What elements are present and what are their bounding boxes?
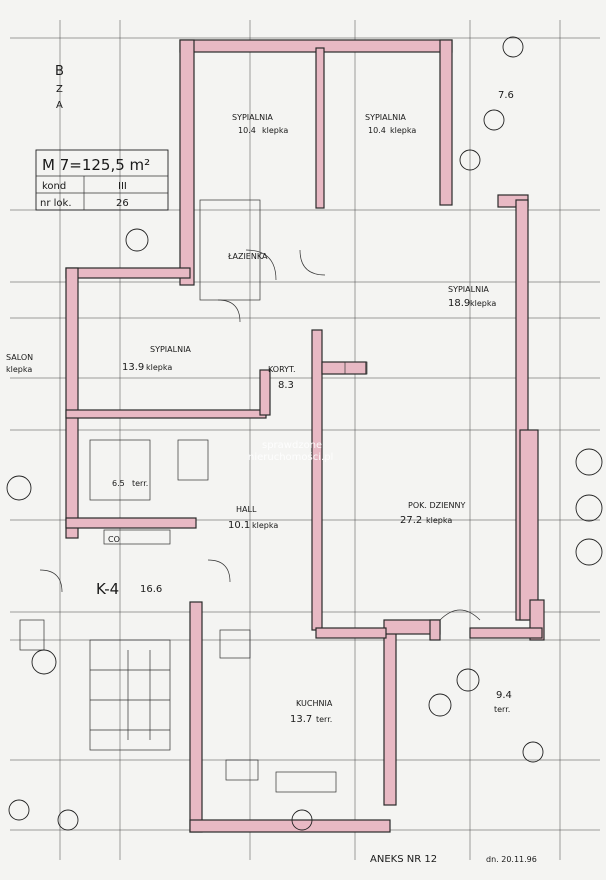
footer-date: dn. 20.11.96	[486, 855, 537, 864]
left-room-floor: klepka	[6, 365, 32, 374]
kond-label: kond	[42, 181, 66, 192]
left-mark-b: B	[55, 64, 64, 79]
room-labels: SYPIALNIA 10.4 klepka SYPIALNIA 10.4 kle…	[6, 90, 514, 725]
kond-value: III	[118, 181, 127, 192]
co-label: CO	[108, 535, 120, 544]
unit-info-box	[35, 149, 169, 211]
room-area-k4: 16.6	[140, 584, 162, 595]
room-area-sypialnia-4: 13.9	[122, 362, 144, 373]
room-name-k4: K-4	[96, 580, 119, 598]
room-name-sypialnia-4: SYPIALNIA	[150, 345, 191, 354]
watermark-line-1: sprawdzone	[262, 440, 322, 451]
room-floor-pok-dzienny: klepka	[426, 516, 452, 525]
room-area-sypialnia-2: 10.4	[368, 126, 386, 135]
interior-details	[19, 199, 481, 793]
room-floor-sypialnia-2: klepka	[390, 126, 416, 135]
room-area-sypialnia-3: 18.9	[448, 298, 470, 309]
unit-area: M 7=125,5 m²	[42, 156, 150, 174]
walls	[65, 39, 545, 833]
room-floor-taras: terr.	[494, 705, 510, 714]
room-area-sypialnia-1: 10.4	[238, 126, 256, 135]
room-floor-hall: klepka	[252, 521, 278, 530]
room-name-hall: HALL	[236, 505, 257, 514]
left-mark-z: Z	[56, 84, 63, 95]
room-name-korytarz: KORYT.	[268, 365, 296, 374]
room-floor-wc: terr.	[132, 479, 148, 488]
room-name-sypialnia-1: SYPIALNIA	[232, 113, 273, 122]
nr-lok-value: 26	[116, 198, 129, 209]
footer: ANEKS NR 12 dn. 20.11.96	[370, 854, 537, 865]
room-area-korytarz: 8.3	[278, 380, 294, 391]
room-area-kuchnia: 13.7	[290, 714, 312, 725]
room-area-wc: 6.5	[112, 479, 125, 488]
room-name-sypialnia-3: SYPIALNIA	[448, 285, 489, 294]
room-floor-sypialnia-4: klepka	[146, 363, 172, 372]
room-name-sypialnia-2: SYPIALNIA	[365, 113, 406, 122]
left-room-label: SALON	[6, 353, 33, 362]
header-block: B Z A M 7=125,5 m² kond III nr lok. 26	[35, 64, 169, 211]
room-name-kuchnia: KUCHNIA	[296, 699, 333, 708]
nr-lok-label: nr lok.	[40, 198, 72, 209]
room-floor-sypialnia-1: klepka	[262, 126, 288, 135]
room-floor-kuchnia: terr.	[316, 715, 332, 724]
section-markers	[6, 36, 603, 831]
footer-aneks: ANEKS NR 12	[370, 854, 437, 865]
room-floor-sypialnia-3: klepka	[470, 299, 496, 308]
room-name-lazienka: ŁAZIENKA	[227, 252, 268, 261]
room-area-hall: 10.1	[228, 520, 250, 531]
room-area-taras: 9.4	[496, 690, 512, 701]
top-right-area: 7.6	[498, 90, 514, 101]
watermark-line-2: nieruchomości.pl	[248, 451, 333, 463]
room-area-pok-dzienny: 27.2	[400, 515, 422, 526]
room-name-pok-dzienny: POK. DZIENNY	[408, 501, 465, 510]
watermark: sprawdzone nieruchomości.pl	[248, 440, 333, 463]
left-mark-a: A	[56, 100, 63, 111]
